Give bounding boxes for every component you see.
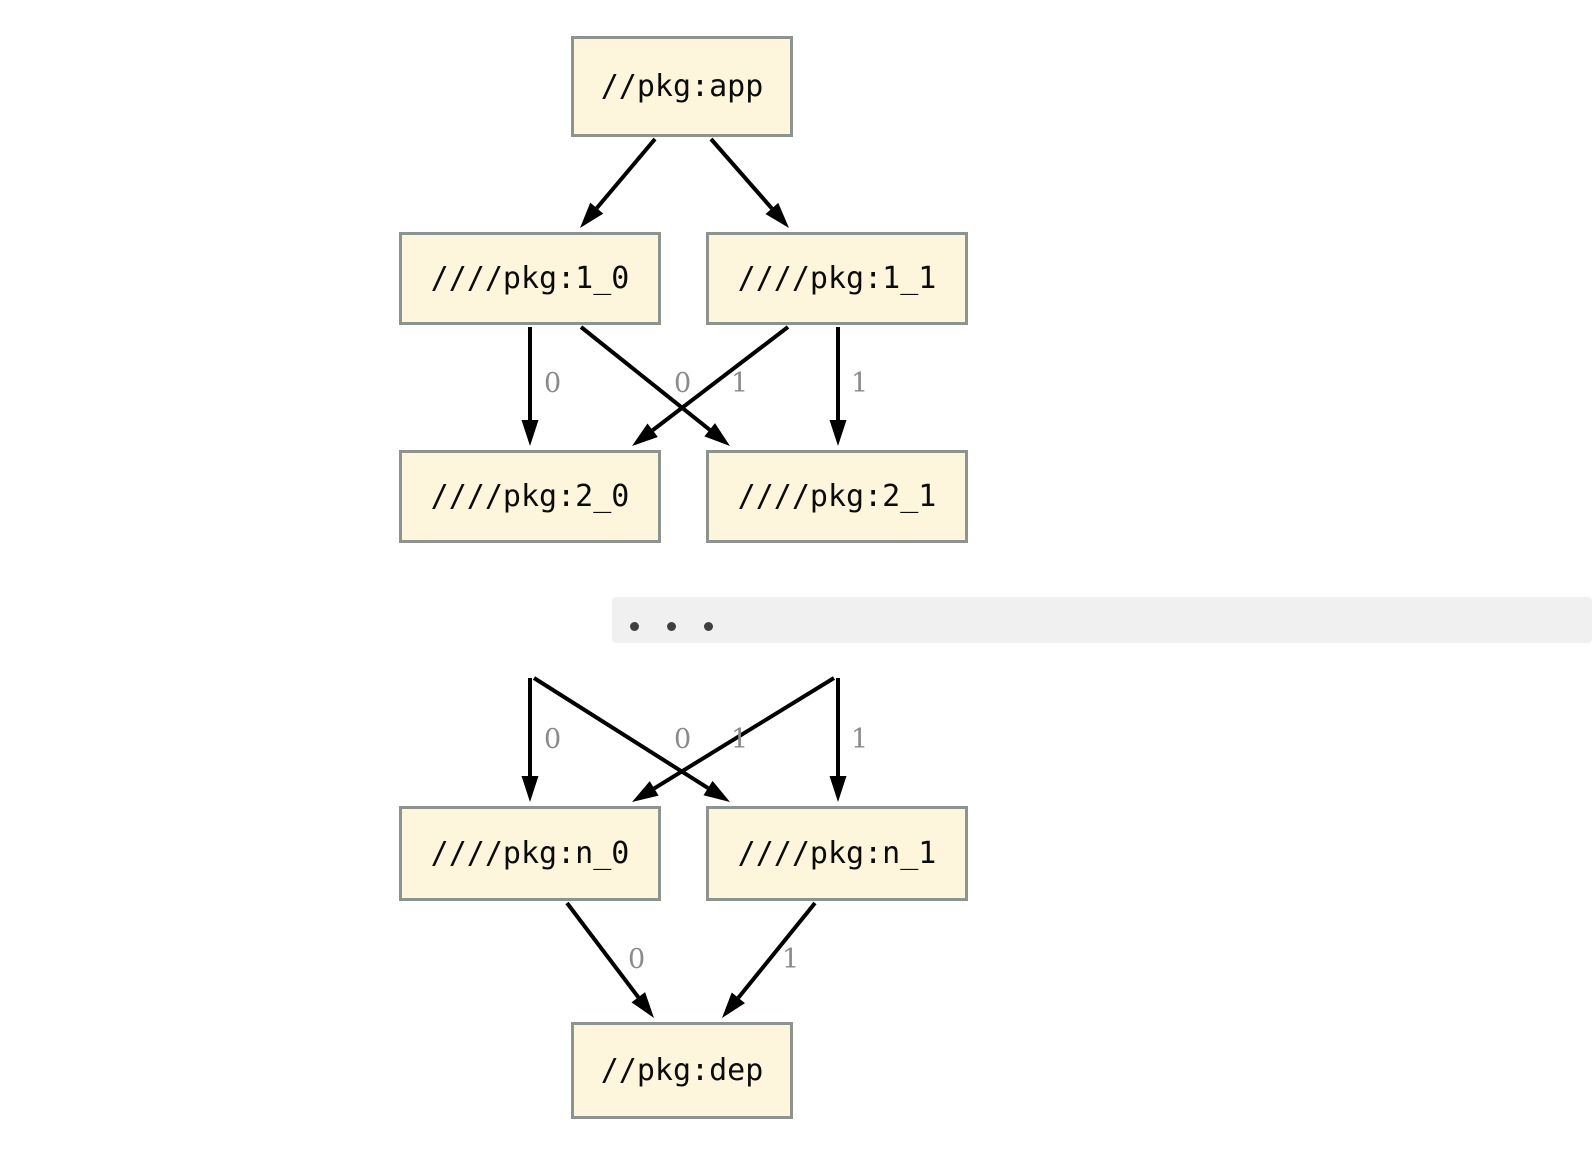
graph-edge-e2: [709, 137, 789, 228]
edge-label: 1: [851, 724, 868, 755]
graph-edge-e5: 1: [632, 325, 790, 446]
ellipsis-dot: [667, 622, 676, 631]
ellipsis-dot: [630, 622, 639, 631]
graph-edge-e1: [580, 137, 657, 228]
graph-node-l2_0[interactable]: ////pkg:2_0: [399, 450, 661, 543]
edge-arrowhead: [829, 776, 847, 802]
edge-line: [532, 676, 710, 790]
edge-label: 0: [628, 944, 645, 975]
graph-edge-e12: 1: [722, 901, 817, 1018]
graph-node-app[interactable]: //pkg:app: [571, 36, 793, 137]
edge-arrowhead: [829, 420, 847, 446]
edge-line: [595, 137, 657, 210]
graph-edge-e10: 1: [829, 678, 868, 802]
graph-edge-e7: 0: [521, 678, 561, 802]
edge-label: 1: [851, 368, 868, 399]
edge-label: 1: [731, 368, 748, 399]
graph-edge-e9: 1: [632, 676, 836, 802]
graph-node-l2_1[interactable]: ////pkg:2_1: [706, 450, 968, 543]
ellipsis-dot: [704, 622, 713, 631]
graph-node-dep[interactable]: //pkg:dep: [571, 1022, 793, 1119]
graph-edge-e6: 1: [829, 327, 868, 446]
edge-label: 0: [544, 368, 561, 399]
edge-arrowhead: [703, 780, 730, 802]
edge-arrowhead: [521, 776, 539, 802]
graph-edge-e4: 0: [579, 325, 730, 446]
edge-label: 0: [674, 368, 691, 399]
edge-label: 1: [731, 724, 748, 755]
ellipsis-separator: [612, 597, 1592, 643]
graph-node-l1_0[interactable]: ////pkg:1_0: [399, 232, 661, 325]
graph-edge-e11: 0: [565, 901, 654, 1018]
ellipsis-dots: [612, 622, 713, 631]
edge-label: 0: [544, 724, 561, 755]
edge-line: [653, 676, 836, 791]
graph-node-ln_1[interactable]: ////pkg:n_1: [706, 806, 968, 901]
edge-arrowhead: [632, 423, 658, 446]
edge-arrowhead: [765, 202, 789, 228]
edge-label: 0: [674, 724, 691, 755]
edge-label: 1: [782, 944, 799, 975]
edge-line: [565, 901, 640, 999]
edge-line: [736, 901, 817, 1000]
graph-edge-e8: 0: [532, 676, 730, 802]
graph-node-ln_0[interactable]: ////pkg:n_0: [399, 806, 661, 901]
graph-edge-e3: 0: [521, 327, 561, 446]
edge-arrowhead: [580, 202, 604, 228]
edge-arrowhead: [704, 423, 730, 446]
edge-arrowhead: [631, 992, 654, 1018]
edge-arrowhead: [632, 781, 659, 802]
edge-arrowhead: [521, 420, 539, 446]
edge-arrowhead: [722, 992, 745, 1018]
edge-line: [709, 137, 774, 210]
edge-line: [651, 325, 790, 432]
edge-line: [579, 325, 711, 432]
graph-node-l1_1[interactable]: ////pkg:1_1: [706, 232, 968, 325]
